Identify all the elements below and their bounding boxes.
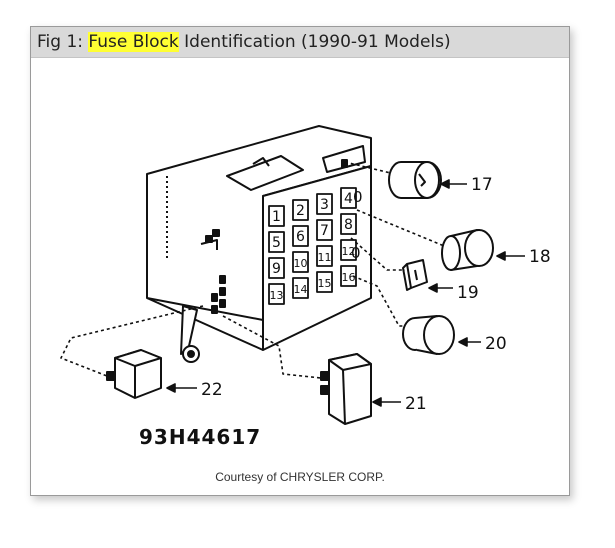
- fuse-number: 9: [272, 261, 281, 277]
- label-17: 17: [471, 175, 493, 195]
- fuse-number: 14: [294, 283, 308, 296]
- label-21: 21: [405, 394, 427, 414]
- fuse-slot-outline: [340, 187, 357, 209]
- fuse-number: 6: [296, 229, 305, 245]
- mounting-bracket: [180, 305, 200, 363]
- fuse-slot-9: 9: [268, 257, 285, 279]
- fuse-slot-outline: [316, 271, 333, 293]
- label-20: 20: [485, 334, 507, 354]
- fuse-slot-5: 5: [268, 231, 285, 253]
- fuse-slot-10: 10: [292, 251, 309, 273]
- fuse-number: 3: [320, 197, 329, 213]
- extra-mark-0: 0: [353, 188, 363, 206]
- fuse-slot-outline: [340, 213, 357, 235]
- component-20: [402, 315, 455, 355]
- callout-arrows: [166, 179, 525, 407]
- label-18: 18: [529, 247, 551, 267]
- fuse-number: 5: [272, 235, 281, 251]
- fuse-slot-3: 3: [316, 193, 333, 215]
- fuse-slot-15: 15: [316, 271, 333, 293]
- fuse-slot-14: 14: [292, 277, 309, 299]
- fuse-number: 16: [342, 271, 356, 284]
- fuse-number: 15: [318, 277, 332, 290]
- fuse-slot-4: 4: [340, 187, 357, 209]
- fuse-slot-outline: [292, 277, 309, 299]
- fuse-number: 11: [318, 251, 332, 264]
- label-22: 22: [201, 380, 223, 400]
- fuse-slot-outline: [268, 257, 285, 279]
- fuse-slot-8: 8: [340, 213, 357, 235]
- fuse-slot-outline: [268, 205, 285, 227]
- extra-mark-1: 0: [351, 244, 361, 262]
- caption-prefix: Fig 1:: [37, 32, 89, 52]
- caption-highlight: Fuse Block: [88, 32, 179, 52]
- component-19: [402, 259, 428, 291]
- label-19: 19: [457, 283, 479, 303]
- fuse-slot-2: 2: [292, 199, 309, 221]
- fuse-number: 7: [320, 223, 329, 239]
- fuse-slot-16: 16: [340, 265, 357, 287]
- fuse-number: 13: [270, 289, 284, 302]
- fuse-number: 4: [344, 191, 353, 207]
- fuse-number: 12: [342, 245, 356, 258]
- fuse-block-housing: [146, 125, 372, 351]
- fuse-slot-outline: [292, 225, 309, 247]
- component-22: [106, 349, 162, 399]
- figure-code: 93H44617: [139, 425, 261, 449]
- fuse-slot-outline: [316, 245, 333, 267]
- fuse-slot-7: 7: [316, 219, 333, 241]
- fuse-number: 1: [272, 209, 281, 225]
- fuse-number: 2: [296, 203, 305, 219]
- image-credit: Courtesy of CHRYSLER CORP.: [215, 470, 385, 484]
- fuse-slot-outline: [292, 199, 309, 221]
- caption-suffix: Identification (1990-91 Models): [178, 32, 451, 52]
- component-17: [388, 161, 442, 199]
- fuse-slot-1: 1: [268, 205, 285, 227]
- fuse-slot-outline: [316, 219, 333, 241]
- component-18: [441, 229, 494, 271]
- fuse-slot-outline: [268, 231, 285, 253]
- fuse-slot-outline: [340, 239, 357, 261]
- fuse-slot-6: 6: [292, 225, 309, 247]
- side-terminals: [200, 229, 226, 314]
- figure-caption: Fig 1: Fuse Block Identification (1990-9…: [31, 27, 569, 58]
- fuse-slot-12: 12: [340, 239, 357, 261]
- fuse-slot-13: 13: [268, 283, 285, 305]
- fuse-number: 8: [344, 217, 353, 233]
- component-21: [320, 353, 372, 425]
- fuse-slot-outline: [292, 251, 309, 273]
- fuse-slot-outline: [340, 265, 357, 287]
- figure-frame: Fig 1: Fuse Block Identification (1990-9…: [30, 26, 570, 496]
- fuse-number: 10: [294, 257, 308, 270]
- fuse-slot-outline: [268, 283, 285, 305]
- fuse-slot-11: 11: [316, 245, 333, 267]
- fuse-slot-outline: [316, 193, 333, 215]
